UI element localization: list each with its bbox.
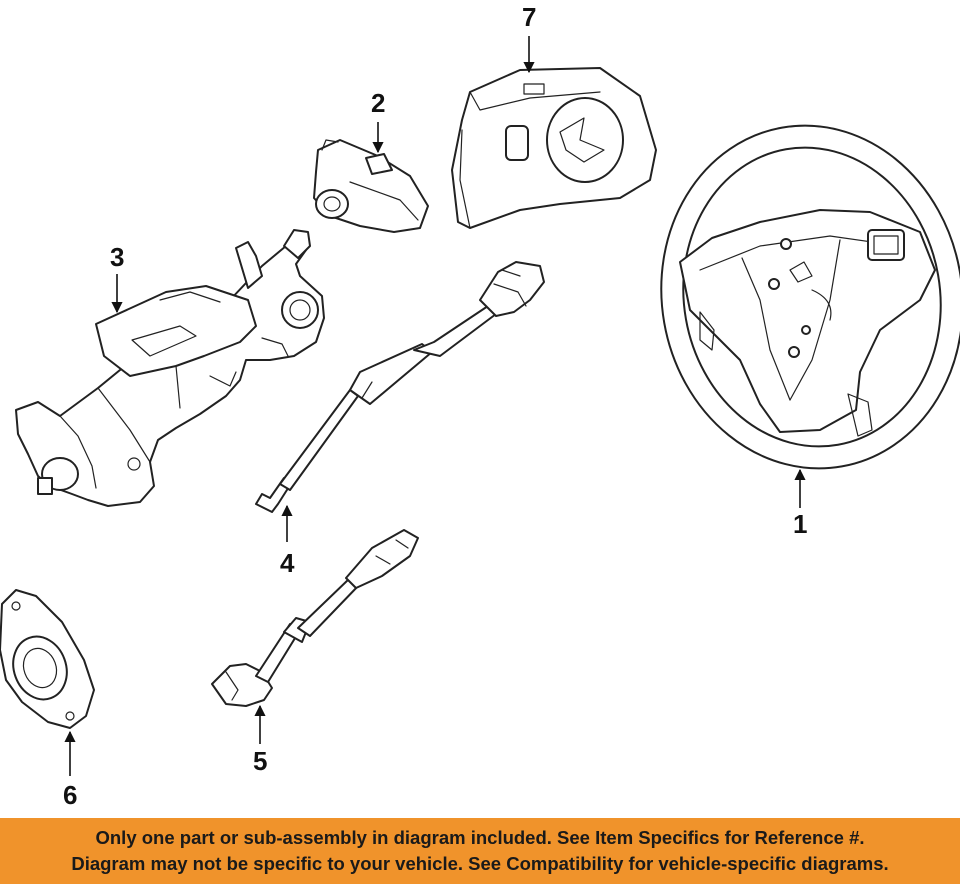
callout-3: 3 [110, 242, 124, 272]
clock-spring-part [0, 589, 95, 729]
callout-5: 5 [253, 746, 267, 776]
callout-2: 2 [371, 88, 385, 118]
lock-housing-part [313, 139, 429, 233]
notice-banner: Only one part or sub-assembly in diagram… [0, 818, 960, 884]
parts-diagram [0, 36, 960, 776]
column-cover-part [451, 67, 657, 229]
callout-4: 4 [280, 548, 294, 578]
notice-line-2: Diagram may not be specific to your vehi… [71, 853, 889, 874]
intermediate-shaft-part [255, 261, 545, 513]
lower-shaft-part [211, 529, 419, 707]
steering-wheel-part [660, 124, 960, 470]
notice-line-1: Only one part or sub-assembly in diagram… [95, 827, 865, 848]
callout-1: 1 [793, 509, 807, 539]
leader-lines [64, 36, 806, 776]
callout-7: 7 [522, 2, 536, 32]
callout-6: 6 [63, 780, 77, 810]
steering-column-part [15, 229, 325, 507]
